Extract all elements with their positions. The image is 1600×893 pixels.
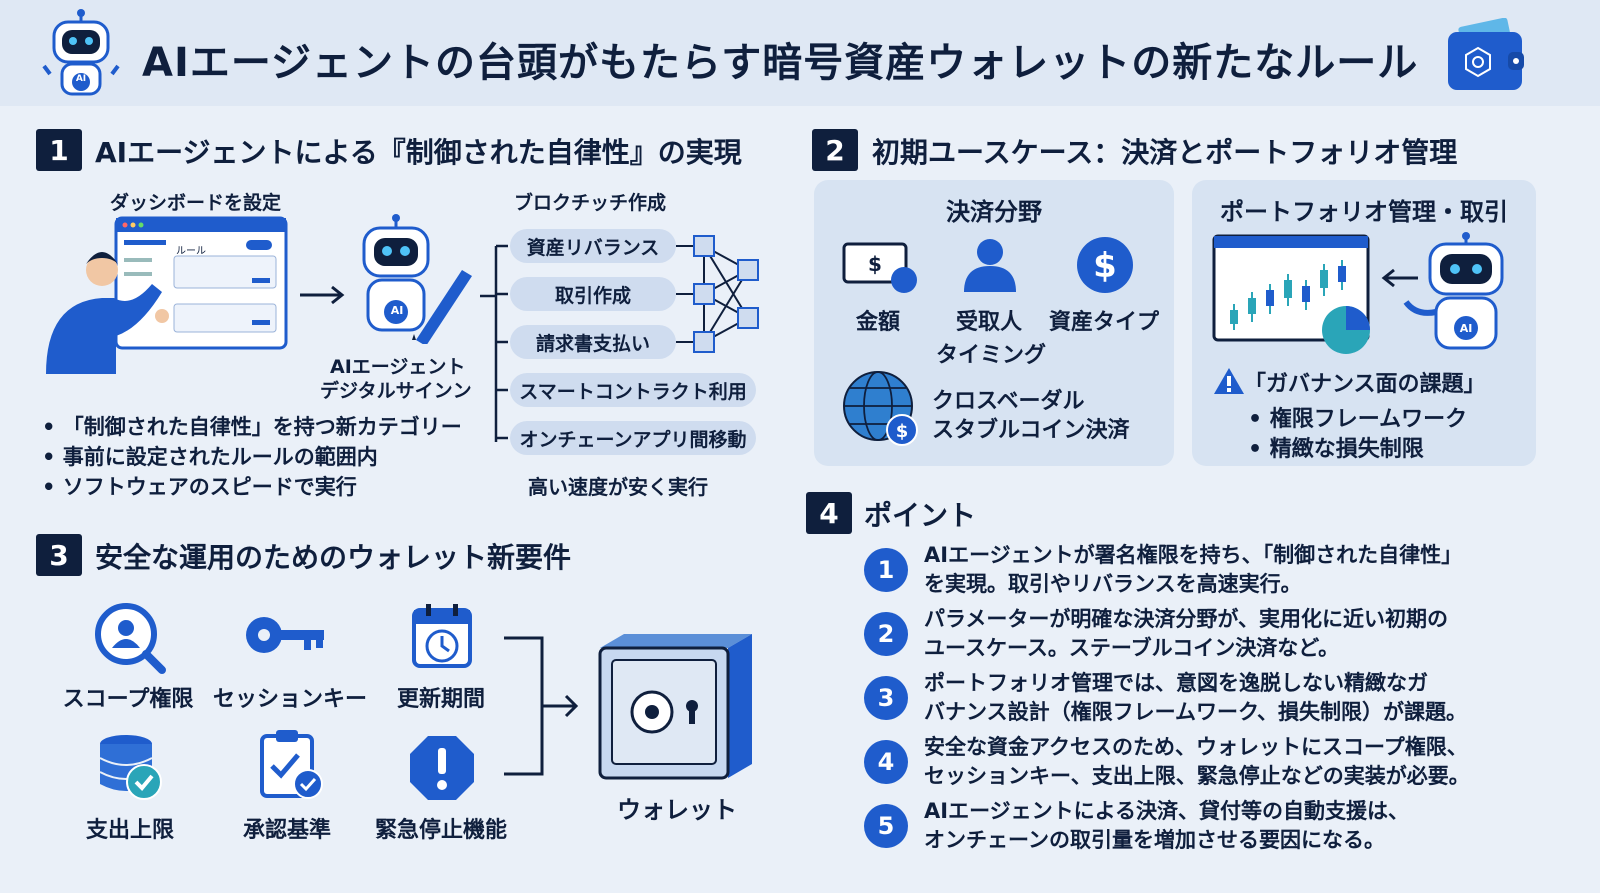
point-4-text: 安全な資金アクセスのため、ウォレットにスコープ権限、セッションキー、支出上限、緊… xyxy=(924,735,1470,788)
payment-item-asset-type: 資産タイプ xyxy=(1048,310,1159,335)
s1-bullet-1: • 「制御された自律性」を持つ新カテゴリー xyxy=(42,415,462,439)
requirement-scope: スコープ権限 xyxy=(62,687,194,712)
agent-label-1: AIエージェント xyxy=(330,356,466,378)
point-3-text: ポートフォリオ管理では、意図を逸脱しない精緻なガバナンス設計（権限フレームワーク… xyxy=(924,671,1468,724)
dollar-icon: $ xyxy=(1077,237,1133,293)
governance-item-1: • 権限フレームワーク xyxy=(1248,407,1468,432)
robot-icon xyxy=(42,9,120,96)
svg-text:$: $ xyxy=(1093,246,1117,286)
dashboard-rule-text: ルール xyxy=(176,246,206,257)
section-3-title: 安全な運用のためのウォレット新要件 xyxy=(95,541,572,574)
requirement-session-key: セッションキー xyxy=(212,687,367,712)
section-4-number: 4 xyxy=(806,492,852,534)
point-1-text: AIエージェントが署名権限を持ち、「制御された自律性」を実現。取引やリバランスを… xyxy=(924,543,1463,596)
section-1-title: AIエージェントによる『制御された自律性』の実現 xyxy=(95,136,742,169)
section-2-title: 初期ユースケース：決済とポートフォリオ管理 xyxy=(872,136,1458,169)
pill-trade: 取引作成 xyxy=(510,277,676,311)
point-5-number: 5 xyxy=(864,804,908,848)
section-1-number: 1 xyxy=(36,129,82,171)
payment-item-recipient: 受取人 xyxy=(955,310,1022,335)
person-icon xyxy=(964,239,1016,292)
page-title: AIエージェントの台頭がもたらす暗号資産ウォレットの新たなルール xyxy=(142,40,1419,86)
portfolio-title: ポートフォリオ管理・取引 xyxy=(1220,198,1508,226)
merge-arrow xyxy=(504,636,579,776)
pill-smart-contract: スマートコントラクト利用 xyxy=(510,373,756,407)
pill-invoice: 請求書支払い xyxy=(510,325,676,359)
dashboard-icon xyxy=(46,216,288,374)
safe-icon xyxy=(598,634,752,780)
requirement-renewal: 更新期間 xyxy=(396,687,485,712)
speed-text: 高い速度が安く実行 xyxy=(528,475,708,499)
pill-onchain-move: オンチェーンアプリ間移動 xyxy=(510,421,756,455)
calendar-icon xyxy=(412,604,472,668)
requirement-approval: 承認基準 xyxy=(242,818,331,843)
cross-border-2: スタブルコイン決済 xyxy=(932,418,1130,443)
agent-label-2: デジタルサインン xyxy=(320,380,472,402)
requirement-emergency-stop: 緊急停止機能 xyxy=(374,818,507,843)
payment-item-amount: 金額 xyxy=(855,310,900,335)
point-2-number: 2 xyxy=(864,612,908,656)
wallet-label: ウォレット xyxy=(617,796,737,824)
governance-title: 「ガバナンス面の課題」 xyxy=(1244,372,1486,397)
alert-octagon-icon xyxy=(410,736,474,800)
point-4-number: 4 xyxy=(864,740,908,784)
globe-icon: $ xyxy=(843,371,918,446)
robot-badge-2: AI xyxy=(390,304,404,317)
point-5-text: AIエージェントによる決済、貸付等の自動支援は、オンチェーンの取引量を増加させる… xyxy=(924,799,1410,852)
search-person-icon xyxy=(95,603,166,674)
blockchain-label: ブロクチッチ作成 xyxy=(514,192,667,214)
section-3-number: 3 xyxy=(36,534,82,576)
robot-pen-icon xyxy=(362,214,472,344)
section-4-title: ポイント xyxy=(864,499,977,532)
point-2-text: パラメーターが明確な決済分野が、実用化に近い初期のユースケース。ステーブルコイン… xyxy=(924,607,1448,660)
key-icon xyxy=(246,617,324,653)
cross-border-1: クロスベーダル xyxy=(932,389,1085,414)
clipboard-check-icon xyxy=(260,730,323,799)
s1-bullet-2: • 事前に設定されたルールの範囲内 xyxy=(42,445,378,469)
warning-icon xyxy=(1214,368,1244,394)
arrow-left-icon xyxy=(1381,268,1418,288)
robot-badge-3: AI xyxy=(1459,322,1473,335)
robot-badge: AI xyxy=(75,74,87,84)
robot-icon-2 xyxy=(1403,232,1504,350)
header-bar xyxy=(0,0,1600,106)
chart-icon xyxy=(1212,234,1370,354)
governance-item-2: • 精緻な損失制限 xyxy=(1248,437,1424,462)
pill-rebalance: 資産リバランス xyxy=(510,229,676,263)
arrow-right-icon xyxy=(300,285,345,305)
requirement-spend-limit: 支出上限 xyxy=(85,818,174,843)
payment-item-timing: タイミング xyxy=(935,343,1046,368)
wallet-icon xyxy=(1448,18,1524,90)
dashboard-label: ダッシボードを設定 xyxy=(110,192,282,214)
network-icon xyxy=(676,235,759,353)
point-3-number: 3 xyxy=(864,676,908,720)
money-icon: $ xyxy=(842,242,917,293)
s1-bullet-3: • ソフトウェアのスピードで実行 xyxy=(42,475,357,499)
database-check-icon xyxy=(99,735,162,800)
svg-text:$: $ xyxy=(896,421,909,442)
payment-title: 決済分野 xyxy=(946,198,1042,226)
branch-connector xyxy=(480,244,508,442)
svg-text:$: $ xyxy=(868,252,882,276)
point-1-number: 1 xyxy=(864,548,908,592)
section-2-number: 2 xyxy=(812,129,858,171)
